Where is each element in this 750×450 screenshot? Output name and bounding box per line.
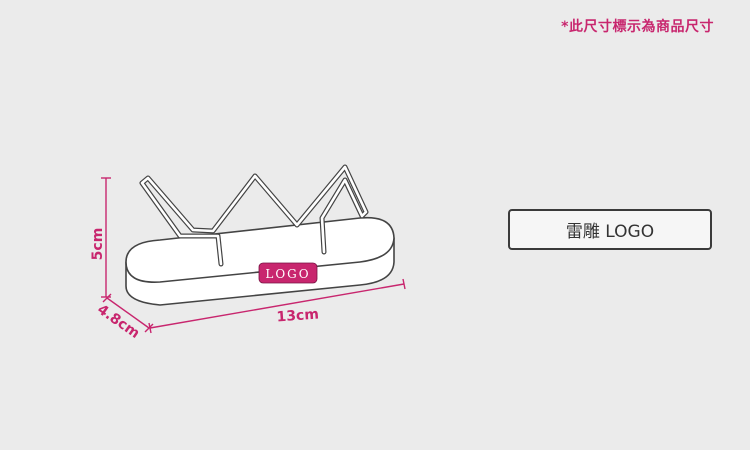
stand-base-top — [125, 216, 395, 283]
height-dimension — [101, 177, 111, 298]
height-label: 5cm — [90, 228, 106, 261]
wire-holder — [139, 164, 369, 267]
depth-dimension — [102, 293, 154, 333]
width-dimension — [148, 278, 406, 334]
depth-label: 4.8cm — [94, 301, 142, 341]
logo-plate-text: LOGO — [265, 267, 310, 281]
engraving-option-box: 雷雕 LOGO — [508, 209, 712, 250]
engraving-label: 雷雕 LOGO — [565, 222, 655, 242]
width-label: 13cm — [276, 307, 319, 326]
size-note: *此尺寸標示為商品尺寸 — [561, 19, 714, 35]
logo-plate — [258, 262, 318, 284]
